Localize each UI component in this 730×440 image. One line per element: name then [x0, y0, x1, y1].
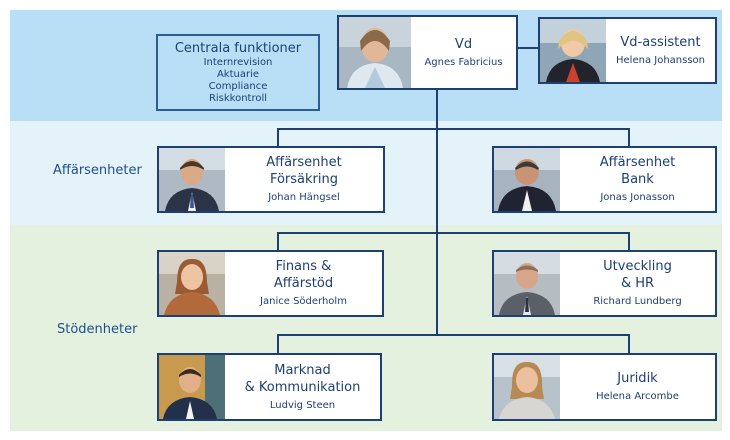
central-item-aktuarie: Aktuarie	[216, 69, 260, 80]
connector-v-juridik	[628, 334, 630, 354]
bank-photo	[494, 148, 560, 211]
juridik-title: Juridik	[617, 371, 658, 386]
vd-assistent-photo	[540, 19, 606, 82]
connector-vd-assistent	[516, 47, 540, 49]
central-item-riskkontroll: Riskkontroll	[208, 93, 268, 104]
utveckling-title: Utveckling & HR	[603, 259, 672, 291]
finans-title: Finans & Affärstöd	[273, 259, 334, 291]
connector-v-utveckling	[628, 232, 630, 252]
utveckling-box: Utveckling & HR Richard Lundberg	[492, 250, 717, 317]
connector-v-marknad	[277, 334, 279, 354]
connector-v-finans	[277, 232, 279, 252]
finans-name: Janice Söderholm	[260, 296, 347, 307]
vd-photo	[339, 17, 411, 88]
juridik-photo	[494, 355, 560, 419]
forsakring-name: Johan Hängsel	[268, 192, 340, 203]
finans-box: Finans & Affärstöd Janice Söderholm	[157, 250, 384, 317]
bank-box: Affärsenhet Bank Jonas Jonasson	[492, 146, 717, 213]
vd-assistent-title: Vd-assistent	[620, 34, 701, 50]
central-functions-title: Centrala funktioner	[174, 41, 302, 56]
marknad-name: Ludvig Steen	[269, 399, 336, 411]
finans-photo	[159, 252, 225, 315]
vd-name: Agnes Fabricius	[424, 56, 503, 68]
vd-assistent-box: Vd-assistent Helena Johansson	[538, 17, 717, 84]
connector-h-row2	[277, 232, 630, 234]
vd-assistent-name: Helena Johansson	[616, 54, 705, 66]
forsakring-box: Affärsenhet Försäkring Johan Hängsel	[157, 146, 385, 213]
utveckling-photo	[494, 252, 560, 315]
central-item-internrevision: Internrevision	[203, 57, 273, 68]
marknad-box: Marknad & Kommunikation Ludvig Steen	[157, 353, 382, 421]
connector-main-vertical	[436, 88, 438, 336]
marknad-title: Marknad & Kommunikation	[244, 362, 361, 395]
marknad-photo	[159, 355, 225, 419]
connector-h-row1	[277, 128, 630, 130]
central-functions-box: Centrala funktioner Internrevision Aktua…	[156, 34, 320, 111]
connector-v-forsakring	[277, 128, 279, 148]
forsakring-photo	[159, 148, 225, 211]
connector-h-row3	[277, 334, 630, 336]
utveckling-name: Richard Lundberg	[593, 296, 682, 307]
connector-v-bank	[628, 128, 630, 148]
band-label-stodenheter: Stödenheter	[57, 322, 138, 337]
bank-name: Jonas Jonasson	[600, 192, 675, 203]
juridik-name: Helena Arcombe	[596, 391, 679, 402]
bank-title: Affärsenhet Bank	[599, 155, 676, 187]
forsakring-title: Affärsenhet Försäkring	[266, 155, 342, 187]
vd-title: Vd	[454, 36, 473, 52]
band-label-affarsenheter: Affärsenheter	[53, 163, 142, 178]
vd-box: Vd Agnes Fabricius	[337, 15, 518, 90]
juridik-box: Juridik Helena Arcombe	[492, 353, 717, 421]
central-item-compliance: Compliance	[208, 81, 268, 92]
